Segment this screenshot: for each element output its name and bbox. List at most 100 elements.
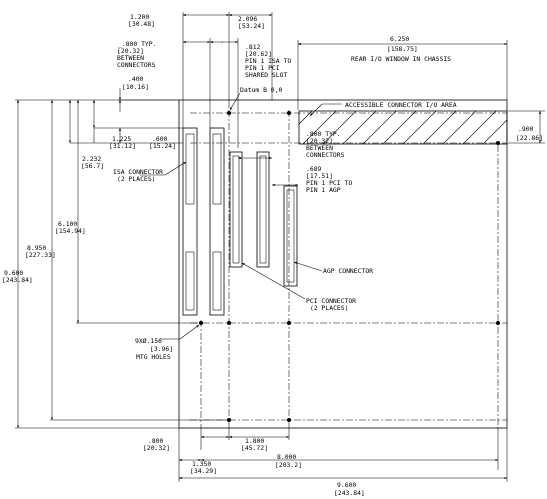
dimension-lines xyxy=(16,13,542,480)
datum-label: Datum B 0,0 xyxy=(240,86,282,94)
svg-text:1.800: 1.800 xyxy=(245,437,264,445)
mounting-hole xyxy=(227,111,231,115)
svg-text:MTG HOLES: MTG HOLES xyxy=(136,353,171,361)
svg-text:[20.32]: [20.32] xyxy=(306,137,333,145)
mounting-hole xyxy=(287,111,291,115)
mounting-hole xyxy=(199,321,203,325)
mounting-hole xyxy=(496,321,500,325)
dim-1200: 1.200 [30.48] xyxy=(128,13,155,28)
dim-812: .812 [20.62] PIN 1 ISA TO PIN 1 PCI SHAR… xyxy=(245,43,291,79)
svg-text:[20.32]: [20.32] xyxy=(117,47,144,55)
pci-connector-label: PCI CONNECTOR (2 PLACES) xyxy=(306,297,356,312)
mtg-holes-label: 9XØ.156 [3.96] MTG HOLES xyxy=(135,337,173,361)
connector-isa-1 xyxy=(182,127,198,316)
mounting-hole xyxy=(287,321,291,325)
svg-text:1.350: 1.350 xyxy=(192,460,211,468)
svg-text:BETWEEN: BETWEEN xyxy=(117,54,144,62)
svg-text:PCI CONNECTOR: PCI CONNECTOR xyxy=(306,297,356,305)
svg-text:[34.29]: [34.29] xyxy=(190,467,217,475)
dim-900: .900 [22.86] xyxy=(516,125,543,142)
svg-text:[10.16]: [10.16] xyxy=(122,83,149,91)
svg-text:[30.48]: [30.48] xyxy=(128,20,155,28)
svg-text:[20.32]: [20.32] xyxy=(143,444,170,452)
svg-text:REAR I/O WINDOW IN CHASSIS: REAR I/O WINDOW IN CHASSIS xyxy=(351,55,451,63)
svg-text:.800 TYP.: .800 TYP. xyxy=(306,130,341,138)
svg-text:(2 PLACES): (2 PLACES) xyxy=(310,304,348,312)
io-area xyxy=(298,110,508,145)
svg-text:.812: .812 xyxy=(245,43,261,51)
svg-text:.800: .800 xyxy=(148,437,164,445)
svg-text:[154.94]: [154.94] xyxy=(55,227,86,235)
svg-text:6.250: 6.250 xyxy=(390,35,409,43)
isa-connector-label: ISA CONNECTOR (2 PLACES) xyxy=(113,168,163,183)
connector-pci-2 xyxy=(256,151,270,268)
svg-text:8.950: 8.950 xyxy=(27,244,46,252)
svg-text:[243.84]: [243.84] xyxy=(334,489,365,497)
svg-text:[3.96]: [3.96] xyxy=(150,345,173,353)
connector-pci-1 xyxy=(229,151,243,268)
svg-text:[31.12]: [31.12] xyxy=(109,142,136,150)
svg-text:.400: .400 xyxy=(128,75,144,83)
svg-text:9.600: 9.600 xyxy=(337,481,356,489)
svg-text:[17.51]: [17.51] xyxy=(306,172,333,180)
dim-2096: 2.096 [53.24] xyxy=(238,15,265,30)
connector-isa-2 xyxy=(209,127,225,316)
svg-text:[15.24]: [15.24] xyxy=(149,142,176,150)
dim-689: .689 [17.51] PIN 1 PCI TO PIN 1 AGP xyxy=(306,165,352,194)
dim-2232: 2.232 [56.7] xyxy=(81,155,104,170)
svg-text:9XØ.156: 9XØ.156 xyxy=(135,337,162,345)
dim-8950: 8.950 [227.33] xyxy=(25,244,56,259)
svg-text:[227.33]: [227.33] xyxy=(25,251,56,259)
svg-text:CONNECTORS: CONNECTORS xyxy=(117,61,156,69)
extension-lines xyxy=(15,12,545,482)
mounting-hole xyxy=(287,418,291,422)
svg-text:8.000: 8.000 xyxy=(277,453,296,461)
leader-lines xyxy=(140,42,342,340)
svg-text:SHARED SLOT: SHARED SLOT xyxy=(245,71,287,79)
svg-text:.900: .900 xyxy=(518,125,534,133)
svg-text:[243.84]: [243.84] xyxy=(2,276,33,284)
dim-1800: 1.800 [45.72] xyxy=(241,437,268,452)
mounting-hole xyxy=(227,418,231,422)
svg-text:2.096: 2.096 xyxy=(238,15,257,23)
dim-9600-bottom: 9.600 [243.84] xyxy=(334,481,365,497)
board-outline xyxy=(178,99,508,429)
svg-text:CONNECTORS: CONNECTORS xyxy=(306,151,345,159)
dim-6100: 6.100 [154.94] xyxy=(55,220,86,235)
svg-text:(2 PLACES): (2 PLACES) xyxy=(117,175,155,183)
svg-text:[45.72]: [45.72] xyxy=(241,444,268,452)
svg-text:_.800 TYP.: _.800 TYP. xyxy=(118,40,156,48)
connector-agp xyxy=(283,185,298,287)
svg-text:[53.24]: [53.24] xyxy=(238,22,265,30)
svg-text:[158.75]: [158.75] xyxy=(387,45,418,53)
dim-9600-left: 9.600 [243.84] xyxy=(2,269,33,284)
agp-connector-label: AGP CONNECTOR xyxy=(323,267,373,275)
io-area-label: ACCESSIBLE CONNECTOR I/O AREA xyxy=(345,101,457,109)
svg-text:BETWEEN: BETWEEN xyxy=(306,144,333,152)
svg-text:ISA CONNECTOR: ISA CONNECTOR xyxy=(113,168,163,176)
svg-text:1.225: 1.225 xyxy=(112,135,131,143)
center-lines xyxy=(190,110,507,428)
dim-400: .400 [10.16] xyxy=(122,75,149,91)
svg-text:.600: .600 xyxy=(152,135,168,143)
svg-text:6.100: 6.100 xyxy=(58,220,77,228)
svg-text:[56.7]: [56.7] xyxy=(81,162,104,170)
svg-text:PIN 1 AGP: PIN 1 AGP xyxy=(306,186,341,194)
svg-text:PIN 1 PCI TO: PIN 1 PCI TO xyxy=(306,179,352,187)
dim-1225: 1.225 [31.12] xyxy=(109,135,136,150)
mounting-holes xyxy=(199,111,500,422)
svg-text:1.200: 1.200 xyxy=(130,13,149,21)
dim-1350: 1.350 [34.29] xyxy=(190,460,217,475)
mounting-hole xyxy=(227,321,231,325)
dim-8000: 8.000 [203.2] xyxy=(275,453,302,469)
dim-6250: 6.250 [158.75] REAR I/O WINDOW IN CHASSI… xyxy=(351,35,451,63)
svg-text:[203.2]: [203.2] xyxy=(275,461,302,469)
svg-text:[20.62]: [20.62] xyxy=(245,50,272,58)
dim-800-typ-top: _.800 TYP. [20.32] BETWEEN CONNECTORS xyxy=(117,40,156,69)
svg-text:PIN 1 PCI: PIN 1 PCI xyxy=(245,64,280,72)
svg-text:[22.86]: [22.86] xyxy=(516,134,543,142)
svg-text:PIN 1 ISA TO: PIN 1 ISA TO xyxy=(245,57,291,65)
svg-text:.689: .689 xyxy=(306,165,322,173)
svg-text:2.232: 2.232 xyxy=(82,155,101,163)
